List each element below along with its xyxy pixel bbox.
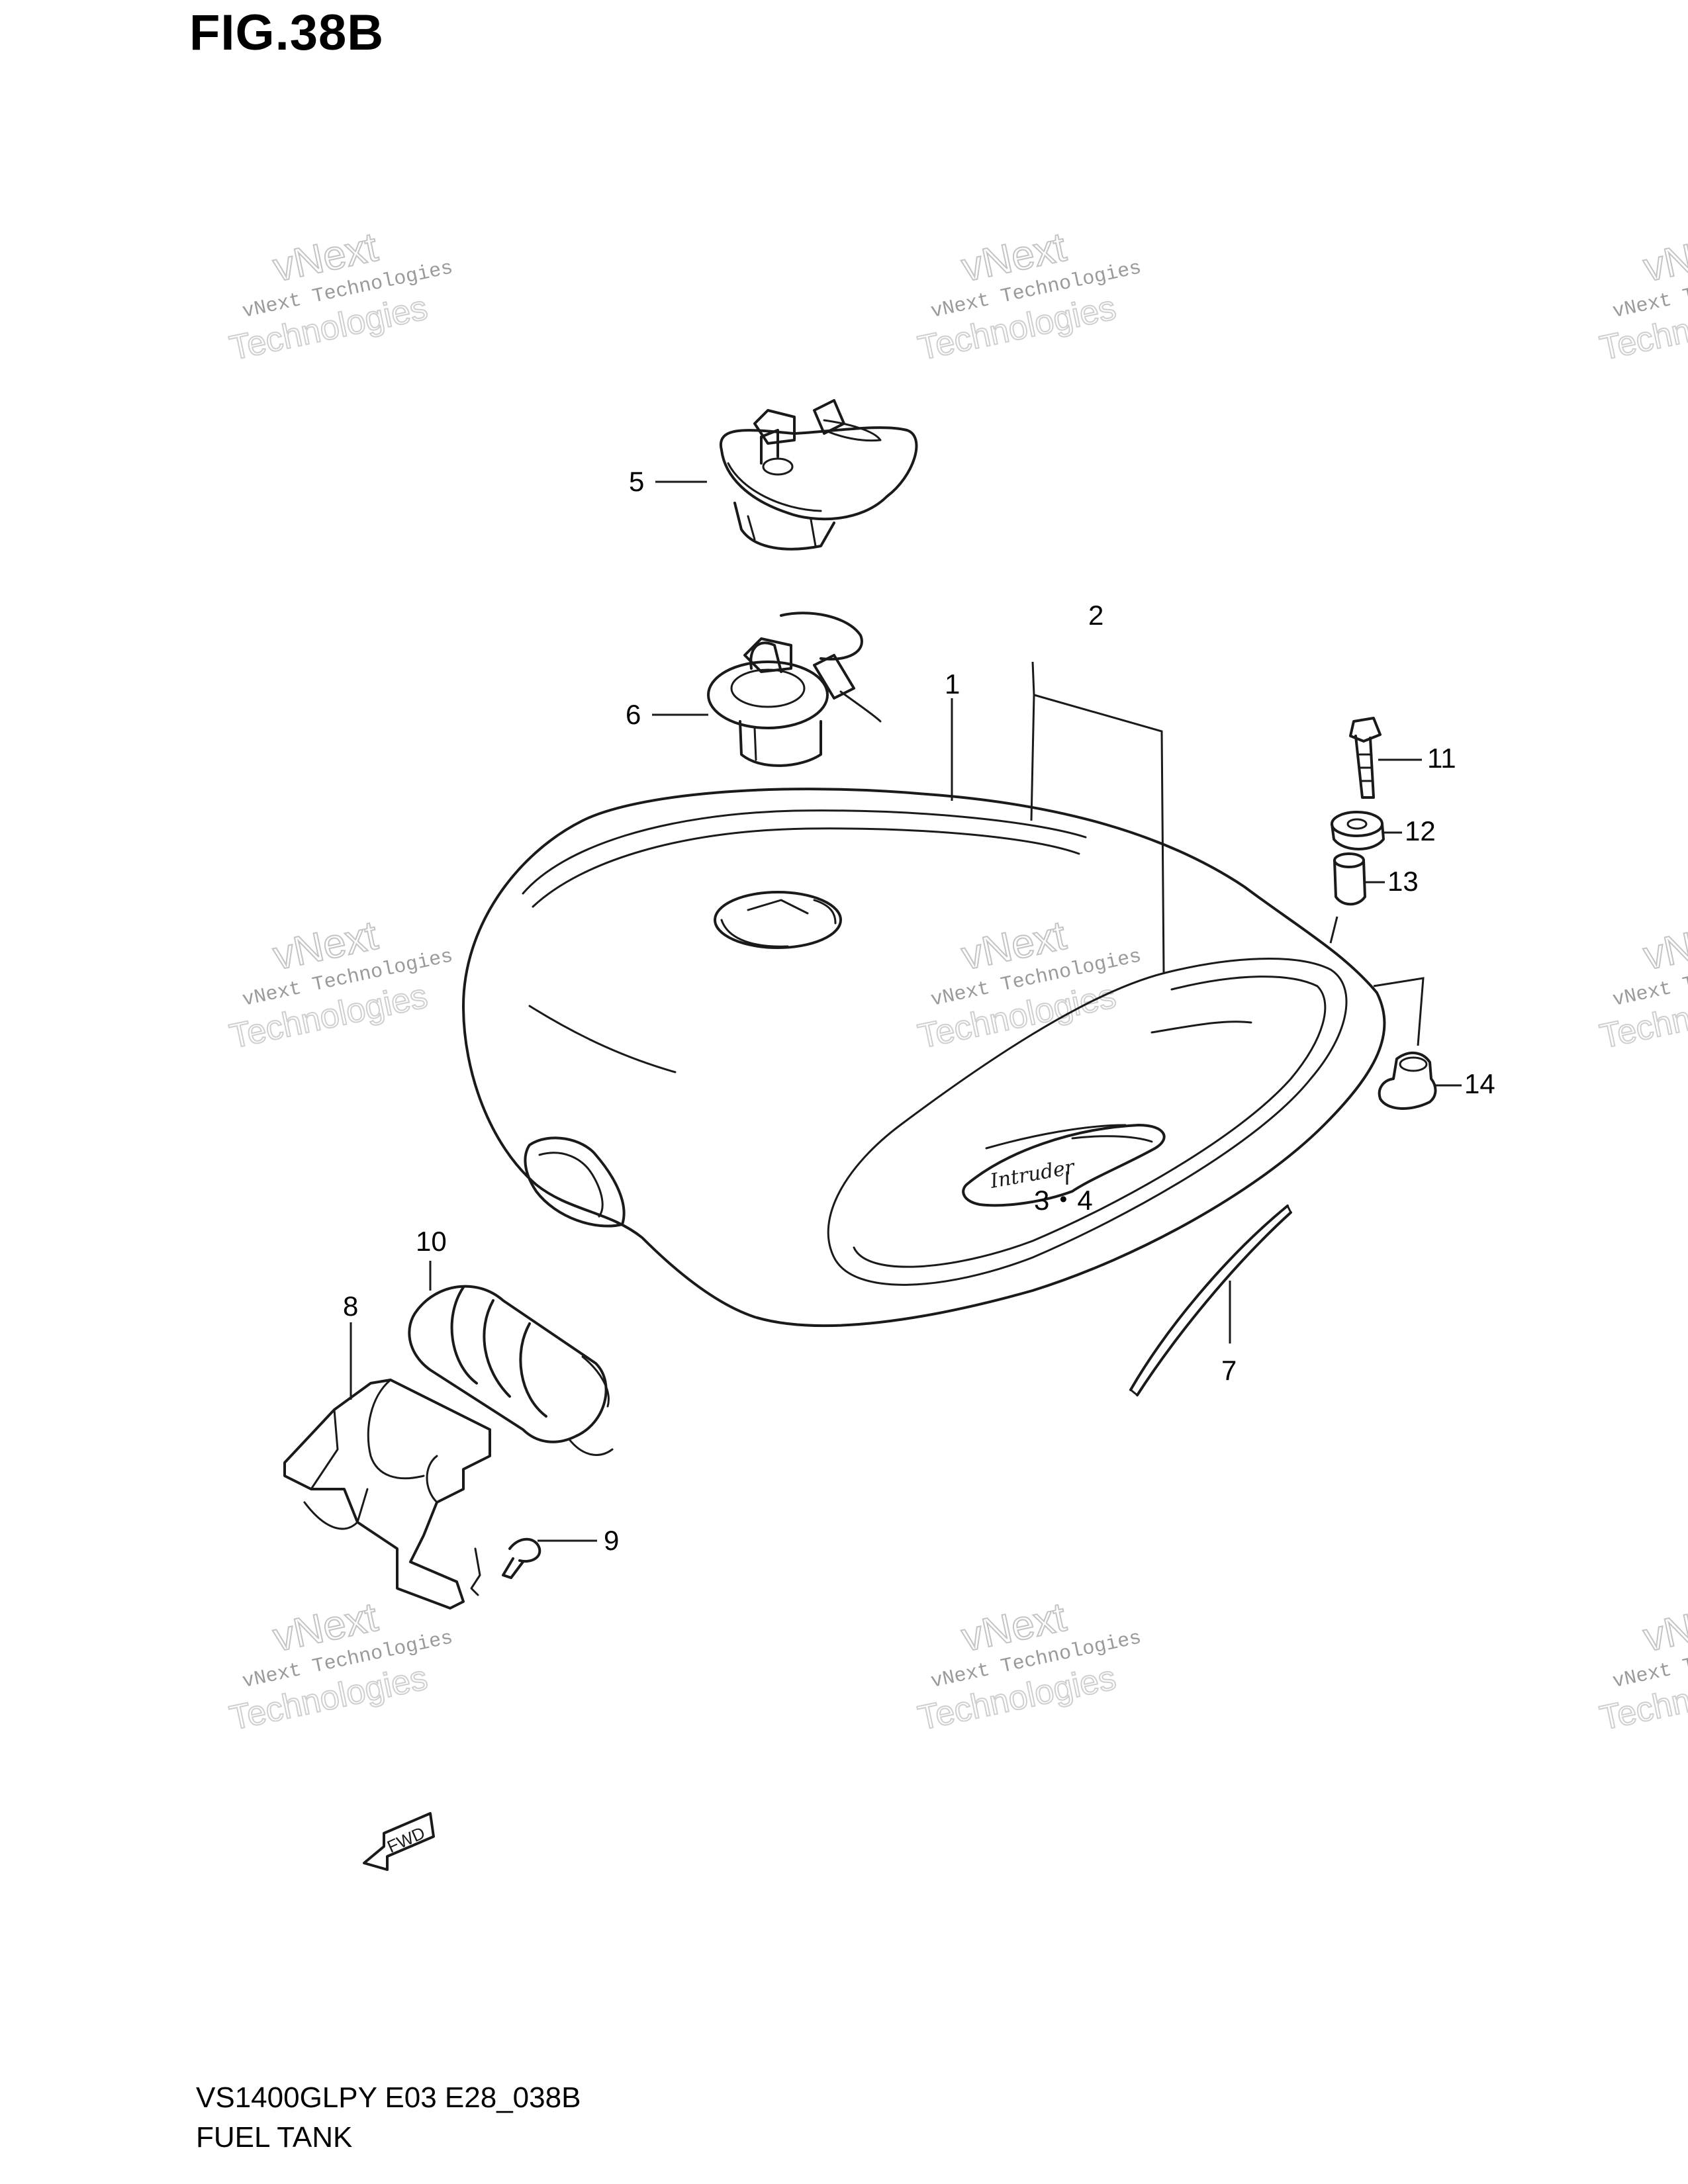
watermark: vNext vNext Technologies Technologies bbox=[226, 1594, 455, 1739]
watermark: vNext vNext Technologies Technologies bbox=[914, 912, 1143, 1057]
callout-7: 7 bbox=[1221, 1281, 1237, 1386]
screw-part-9 bbox=[470, 1537, 541, 1596]
callout-1: 1 bbox=[945, 668, 960, 801]
callout-3-4: 3・4 bbox=[1034, 1171, 1093, 1216]
svg-text:7: 7 bbox=[1221, 1355, 1237, 1386]
svg-text:vNext: vNext bbox=[1640, 1594, 1688, 1661]
svg-text:9: 9 bbox=[604, 1525, 619, 1556]
watermark: vNext vNext Technologies Technologies bbox=[914, 224, 1143, 369]
watermark: vNext vNext Technologies Technologies bbox=[226, 224, 455, 369]
svg-text:6: 6 bbox=[626, 699, 641, 730]
svg-text:11: 11 bbox=[1427, 743, 1456, 774]
rubber-mount-part-14 bbox=[1373, 977, 1437, 1110]
cushion-part-12 bbox=[1331, 811, 1385, 850]
callout-9: 9 bbox=[538, 1525, 619, 1556]
figure-title: FIG.38B bbox=[189, 5, 385, 61]
svg-text:13: 13 bbox=[1387, 866, 1419, 897]
svg-text:5: 5 bbox=[629, 466, 644, 497]
callout-8: 8 bbox=[343, 1291, 358, 1400]
callout-12: 12 bbox=[1383, 815, 1436, 846]
forward-direction-marker: FWD bbox=[363, 1812, 435, 1871]
watermark: vNext vNext Technologies Technologies bbox=[1596, 224, 1688, 369]
svg-text:1: 1 bbox=[945, 668, 960, 700]
callout-2: 2 bbox=[1030, 600, 1165, 974]
figure-footer: VS1400GLPY E03 E28_038B FUEL TANK bbox=[196, 2078, 581, 2158]
svg-text:FWD: FWD bbox=[384, 1823, 428, 1856]
svg-text:3・4: 3・4 bbox=[1034, 1185, 1093, 1216]
watermark: vNext vNext Technologies Technologies bbox=[226, 912, 455, 1057]
svg-text:12: 12 bbox=[1405, 815, 1436, 846]
svg-text:vNext: vNext bbox=[1640, 913, 1688, 979]
watermark: vNext vNext Technologies Technologies bbox=[1596, 1594, 1688, 1739]
fuel-tank-part-1: Intruder bbox=[462, 788, 1386, 1328]
callout-14: 14 bbox=[1435, 1068, 1495, 1099]
callout-10: 10 bbox=[416, 1226, 447, 1291]
watermark: vNext vNext Technologies Technologies bbox=[1596, 912, 1688, 1057]
fuel-cap-part-6 bbox=[707, 612, 882, 767]
model-code: VS1400GLPY E03 E28_038B bbox=[196, 2081, 581, 2114]
watermark: vNext vNext Technologies Technologies bbox=[914, 1594, 1143, 1739]
svg-text:14: 14 bbox=[1464, 1068, 1495, 1099]
svg-text:2: 2 bbox=[1088, 600, 1103, 631]
callout-5: 5 bbox=[629, 466, 707, 497]
bracket-part-8 bbox=[283, 1379, 491, 1610]
callout-6: 6 bbox=[626, 699, 708, 730]
locking-fuel-cap-part-5 bbox=[719, 399, 918, 551]
cushion-part-10 bbox=[408, 1285, 614, 1456]
section-name: FUEL TANK bbox=[196, 2121, 353, 2154]
svg-text:vNext: vNext bbox=[1640, 224, 1688, 291]
watermark-grid: vNext vNext Technologies Technologies vN… bbox=[226, 224, 1688, 1739]
svg-text:8: 8 bbox=[343, 1291, 358, 1322]
callout-11: 11 bbox=[1378, 743, 1456, 774]
trim-strip-part-7 bbox=[1129, 1205, 1292, 1396]
bolt-part-11 bbox=[1349, 717, 1382, 799]
callout-13: 13 bbox=[1365, 866, 1419, 897]
collar-part-13 bbox=[1329, 852, 1366, 944]
svg-text:10: 10 bbox=[416, 1226, 447, 1257]
